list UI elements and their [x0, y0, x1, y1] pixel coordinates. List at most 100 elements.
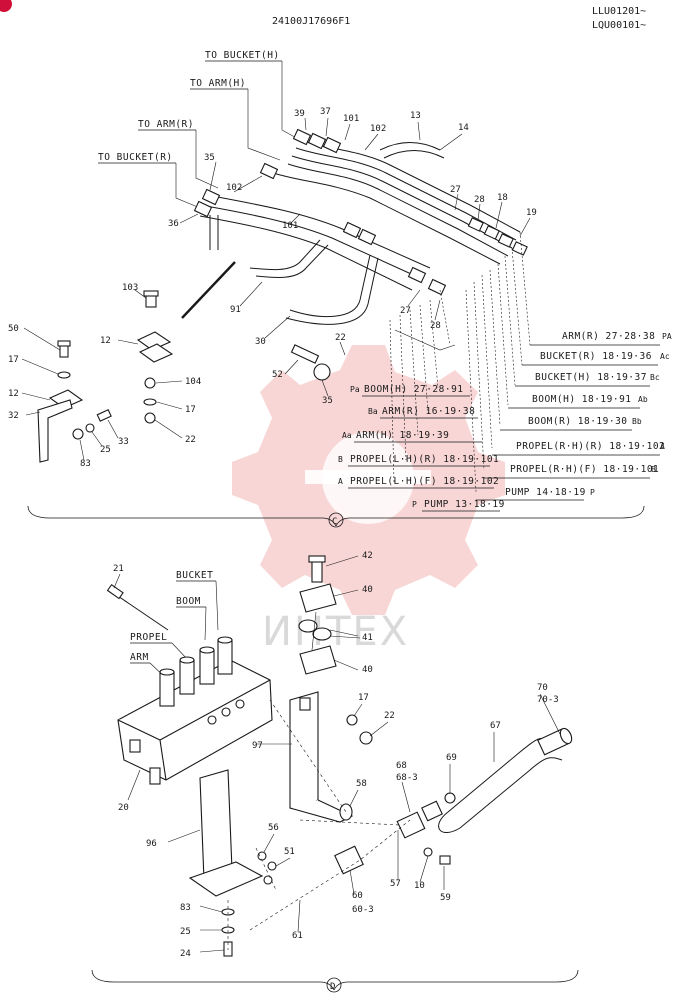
legend-port-tag: B — [651, 465, 656, 474]
callout: 35 — [204, 153, 215, 163]
callout: 67 — [490, 721, 501, 731]
dest-to-bucket-h: TO BUCKET(H) — [205, 50, 280, 61]
legend-row: A PROPEL(L·H)(F) 18·19·102 — [338, 476, 499, 489]
callout: 30 — [255, 337, 266, 347]
legend-label: PUMP 14·18·19 — [505, 487, 586, 498]
callout: 12 — [100, 336, 111, 346]
dest-to-arm-r: TO ARM(R) — [138, 119, 194, 130]
callout: 22 — [335, 333, 346, 343]
callout: 59 — [440, 893, 451, 903]
callout: 51 — [284, 847, 295, 857]
callout: 32 — [8, 411, 19, 421]
callout: 13 — [410, 111, 421, 121]
callout: 19 — [526, 208, 537, 218]
legend-port-tag: P — [412, 500, 417, 509]
corner-badge — [0, 0, 12, 12]
callout: 102 — [226, 183, 242, 193]
dest-to-bucket-r: TO BUCKET(R) — [98, 152, 173, 163]
legend-row: Pa BOOM(H) 27·28·91 — [350, 384, 470, 397]
callout: 17 — [358, 693, 369, 703]
callout: 97 — [252, 741, 263, 751]
legend-row: BUCKET(R) 18·19·36 Ac — [522, 351, 670, 366]
valve-label-propel: PROPEL — [130, 632, 167, 643]
legend-label: PUMP 13·18·19 — [424, 499, 505, 510]
callout: 27 — [400, 306, 411, 316]
legend-label: BOOM(H) 27·28·91 — [364, 384, 464, 395]
section-marker-c — [328, 512, 344, 528]
legend-label: BUCKET(H) 18·19·37 — [535, 372, 647, 383]
callout: 101 — [282, 221, 298, 231]
legend-row: Ba ARM(R) 16·19·38 — [368, 406, 478, 419]
legend-label: PROPEL(L·H)(F) 18·19·102 — [350, 476, 499, 487]
callout: 83 — [180, 903, 191, 913]
callout: 18 — [497, 193, 508, 203]
callout: 39 — [294, 109, 305, 119]
callout: 52 — [272, 370, 283, 380]
callout: 50 — [8, 324, 19, 334]
section-marker-d — [326, 977, 342, 993]
callout: 20 — [118, 803, 129, 813]
callout: 17 — [8, 355, 19, 365]
callout: 91 — [230, 305, 241, 315]
callout: 21 — [113, 564, 124, 574]
callout: 70-3 — [537, 695, 559, 705]
control-valve — [117, 636, 273, 785]
valve-label-bucket: BUCKET — [176, 570, 213, 581]
legend-row: Aa ARM(H) 18·19·39 — [342, 430, 482, 443]
legend-row: BOOM(H) 18·19·91 Ab — [508, 394, 648, 409]
legend-label: PROPEL(L·H)(R) 18·19·101 — [350, 454, 499, 465]
callout: 25 — [180, 927, 191, 937]
serial-range-1: LLU01201~ — [592, 6, 646, 17]
callout: 28 — [474, 195, 485, 205]
watermark-logo: ИНТЕХ — [232, 345, 505, 655]
legend-label: ARM(H) 18·19·39 — [356, 430, 449, 441]
callout: 102 — [370, 124, 386, 134]
callout: 24 — [180, 949, 191, 959]
legend-left: Pa BOOM(H) 27·28·91 Ba ARM(R) 16·19·38 A… — [338, 384, 505, 512]
legend-row: BOOM(R) 18·19·30 Bb — [500, 416, 642, 431]
callout: 33 — [118, 437, 129, 447]
callout: 36 — [168, 219, 179, 229]
callout: 41 — [362, 633, 373, 643]
callout: 104 — [185, 377, 201, 387]
section-c-letter: C — [332, 517, 337, 527]
legend-row: PUMP 14·18·19 P — [476, 487, 595, 501]
callout: 83 — [80, 459, 91, 469]
callout: 69 — [446, 753, 457, 763]
legend-port-tag: Ac — [660, 352, 670, 361]
legend-port-tag: Aa — [342, 431, 352, 440]
callout: 57 — [390, 879, 401, 889]
callout: 14 — [458, 123, 469, 133]
legend-row: PROPEL(R·H)(F) 18·19·101 B — [484, 464, 659, 479]
legend-label: PROPEL(R·H)(F) 18·19·101 — [510, 464, 659, 475]
callout: 22 — [185, 435, 196, 445]
callout: 40 — [362, 585, 373, 595]
callout: 96 — [146, 839, 157, 849]
valve-label-boom: BOOM — [176, 596, 201, 607]
callout: 61 — [292, 931, 303, 941]
callout: 37 — [320, 107, 331, 117]
legend-label: BOOM(R) 18·19·30 — [528, 416, 628, 427]
callout: 25 — [100, 445, 111, 455]
callout: 42 — [362, 551, 373, 561]
section-d-drawing: BUCKET BOOM PROPEL ARM — [91, 551, 579, 993]
section-d-letter: D — [330, 982, 335, 992]
legend-port-tag: Bb — [632, 417, 642, 426]
legend-port-tag: Ba — [368, 407, 378, 416]
callout: 12 — [8, 389, 19, 399]
serial-range-2: LQU00101~ — [592, 20, 646, 31]
dest-to-arm-h: TO ARM(H) — [190, 78, 246, 89]
legend-row: B PROPEL(L·H)(R) 18·19·101 — [338, 454, 499, 467]
legend-label: PROPEL(R·H)(R) 18·19·102 — [516, 441, 665, 452]
legend-row: ARM(R) 27·28·38 PA — [530, 331, 672, 346]
callout: 70 — [537, 683, 548, 693]
callout: 35 — [322, 396, 333, 406]
legend-port-tag: Ab — [638, 395, 648, 404]
callout: 60 — [352, 891, 363, 901]
legend-row: PROPEL(R·H)(R) 18·19·102 A — [492, 441, 665, 456]
callout: 27 — [450, 185, 461, 195]
callout: 17 — [185, 405, 196, 415]
callout: 58 — [356, 779, 367, 789]
legend-port-tag: A — [660, 442, 665, 451]
